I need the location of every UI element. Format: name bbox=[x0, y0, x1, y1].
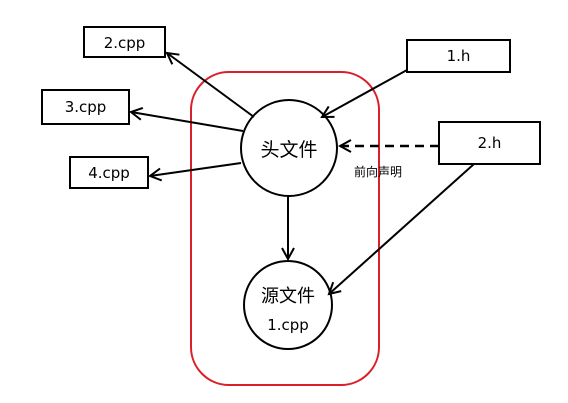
node-cpp4[interactable]: 4.cpp bbox=[69, 156, 149, 189]
node-cpp2[interactable]: 2.cpp bbox=[83, 26, 166, 58]
node-h2[interactable]: 2.h bbox=[438, 121, 541, 165]
node-cpp4-label: 4.cpp bbox=[88, 164, 130, 182]
arrow-h1-to-header bbox=[322, 69, 408, 117]
node-h1[interactable]: 1.h bbox=[406, 39, 511, 73]
arrow-h2-to-source bbox=[329, 163, 475, 294]
node-source-label: 源文件 bbox=[261, 286, 315, 307]
node-cpp2-label: 2.cpp bbox=[104, 34, 146, 52]
node-source-sublabel: 1.cpp bbox=[267, 316, 309, 334]
arrow-header-to-cpp4 bbox=[150, 162, 242, 176]
node-h2-label: 2.h bbox=[478, 134, 502, 152]
node-h1-label: 1.h bbox=[447, 47, 471, 65]
group-boundary bbox=[190, 71, 380, 386]
arrow-header-to-cpp2 bbox=[167, 53, 255, 118]
node-source[interactable]: 源文件 1.cpp bbox=[243, 260, 333, 350]
node-cpp3[interactable]: 3.cpp bbox=[41, 89, 130, 125]
arrow-header-to-cpp3 bbox=[131, 112, 244, 132]
node-cpp3-label: 3.cpp bbox=[65, 98, 107, 116]
node-header[interactable]: 头文件 bbox=[240, 99, 338, 197]
node-header-label: 头文件 bbox=[260, 139, 317, 161]
forward-declaration-label: 前向声明 bbox=[354, 164, 402, 179]
